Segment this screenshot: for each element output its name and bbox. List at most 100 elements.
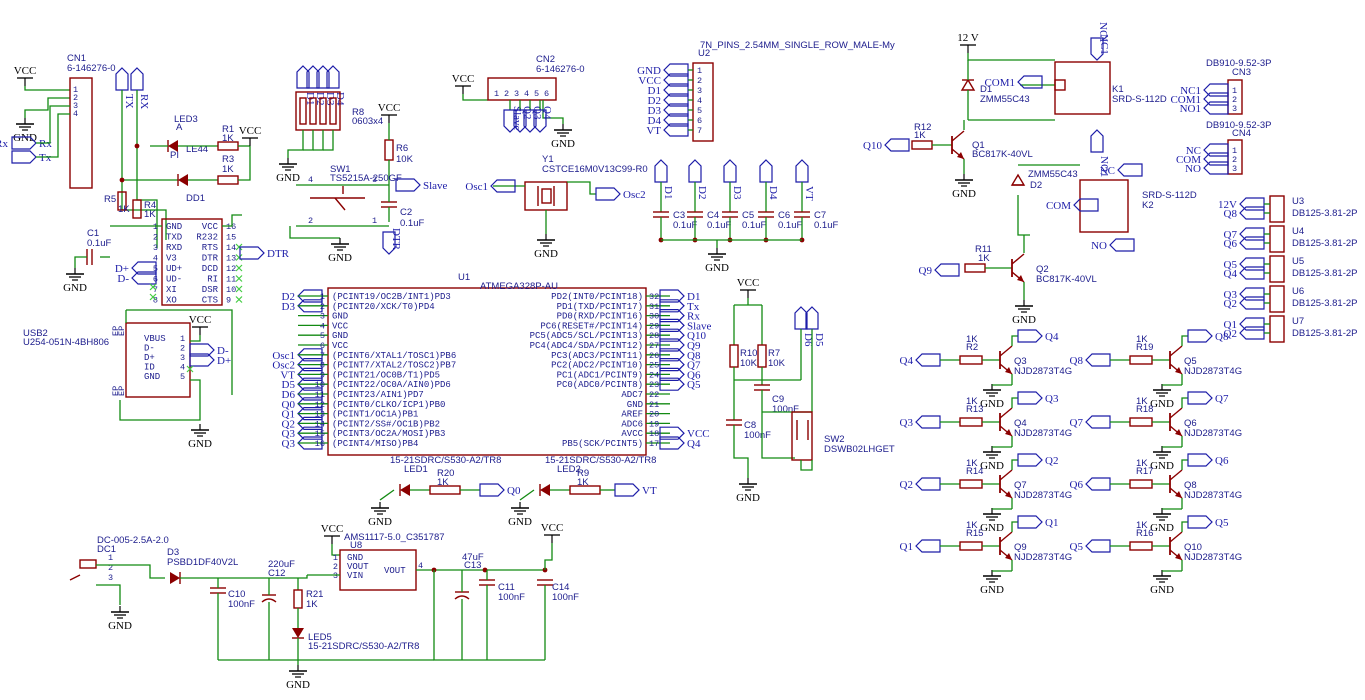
label-text: USB2 [23, 328, 48, 339]
gnd-label: GND [551, 138, 575, 150]
net-label: NC1 [1180, 85, 1201, 97]
wire [1181, 521, 1188, 532]
label-text: Q10 [1184, 542, 1202, 553]
net-label: Q8 [1224, 208, 1238, 220]
wire [126, 309, 233, 395]
vcc-label: VCC [321, 523, 344, 535]
pin-number: 4 [180, 363, 185, 373]
label-text: C7 [814, 210, 826, 221]
led-symbol [178, 174, 188, 186]
label-text: R3 [222, 154, 234, 165]
net-flag [1203, 92, 1229, 106]
pin-name: V3 [166, 254, 177, 264]
label-text: DB125-3.81-2P [1292, 208, 1357, 219]
label-text: 3 [333, 571, 338, 581]
label-text: U5 [1292, 256, 1304, 267]
net-label: D- [117, 273, 129, 285]
net-label: Q7 [1215, 393, 1229, 405]
led-symbol [540, 484, 550, 496]
emitter-arrow [1175, 429, 1182, 436]
pin-number: 5 [697, 106, 702, 116]
net-label: Q4 [900, 355, 914, 367]
label-text: C6 [778, 210, 790, 221]
header-u2 [692, 62, 714, 142]
label-text: Q3 [1014, 356, 1027, 367]
gnd-label: GND [328, 252, 352, 264]
pin-name: UD+ [166, 264, 182, 274]
pin-number: 3 [108, 573, 113, 583]
label-text: 1K [118, 204, 130, 215]
label-text: R1 [222, 124, 234, 135]
gnd-label: GND [1150, 398, 1174, 410]
wire [733, 425, 749, 478]
pin-name: PC5(ADC5/SCL/PCINT13) [530, 331, 643, 341]
net-flag [794, 306, 808, 330]
symbol-line [1169, 531, 1183, 543]
pin-name: (PCINT4/MISO)PB4 [332, 439, 418, 449]
wire [313, 130, 324, 151]
label-text: R21 [306, 589, 323, 600]
label-text: U254-051N-4BH806 [23, 337, 109, 348]
pin-name: GND [332, 331, 348, 341]
label-text: 0.1uF [742, 220, 766, 231]
pin-number: 15 [226, 233, 236, 243]
gnd-label: GND [508, 516, 532, 528]
pin-number: 4 [320, 321, 325, 331]
net-label: VCC [638, 75, 661, 87]
label-text: C14 [552, 582, 569, 593]
pin-number: 32 [649, 292, 659, 302]
net-label: Q10 [687, 330, 706, 342]
net-label: Q1 [282, 409, 295, 421]
label-text: 100nF [552, 592, 579, 603]
symbol-line [235, 285, 243, 293]
pin-name: UD- [166, 275, 182, 285]
net-flag [1085, 539, 1111, 553]
wire [190, 335, 201, 342]
crystal [524, 181, 568, 211]
screw-terminal [1269, 285, 1285, 313]
net-label: Q5 [1224, 259, 1238, 271]
net-flag [915, 477, 941, 491]
net-label: Q4 [1045, 331, 1059, 343]
net-flag [1085, 415, 1111, 429]
net-flag [479, 483, 505, 497]
label-text: 1K [144, 209, 156, 220]
gnd-label: GND [368, 516, 392, 528]
gnd-label: GND [534, 248, 558, 260]
label-text: R5 [104, 194, 116, 205]
gnd-label: GND [286, 679, 310, 691]
label-text: VIN [347, 571, 363, 581]
net-flag [805, 306, 819, 330]
pin-number: 4 [697, 96, 702, 106]
label-text: ZMM55C43 [980, 94, 1030, 105]
label-text: NJD2873T4G [1184, 366, 1242, 377]
pin-name: AVCC [621, 429, 643, 439]
label-text: R16 [1136, 528, 1153, 539]
net-flag [326, 65, 340, 89]
label-text: BC817K-40VL [1036, 274, 1097, 285]
net-label: DTR [390, 228, 402, 251]
vcc-label: VCC [737, 277, 760, 289]
label-text: R19 [1136, 342, 1153, 353]
junction-dot [119, 177, 125, 183]
label-text: 1K [1136, 396, 1148, 407]
pin-number: 4 [73, 109, 78, 119]
emitter-arrow [1005, 429, 1012, 436]
symbol-line [999, 469, 1013, 481]
label-text: Q1 [972, 140, 985, 151]
label-text: 100nF [228, 599, 255, 610]
resistor [1129, 355, 1153, 365]
pin-number: 7 [320, 351, 325, 361]
pin-name: VBUS [144, 334, 166, 344]
pin-number: 2 [73, 93, 78, 103]
net-label: Q3 [282, 438, 296, 450]
resistor [964, 263, 986, 273]
label-text: NJD2873T4G [1014, 366, 1072, 377]
pin-number: 1 [320, 292, 325, 302]
label-text: 100nF [744, 430, 771, 441]
net-flag [1017, 391, 1043, 405]
resistor-element [329, 97, 337, 125]
pin-number: 19 [649, 419, 659, 429]
label-text: R11 [975, 244, 992, 255]
gnd-label: GND [980, 460, 1004, 472]
